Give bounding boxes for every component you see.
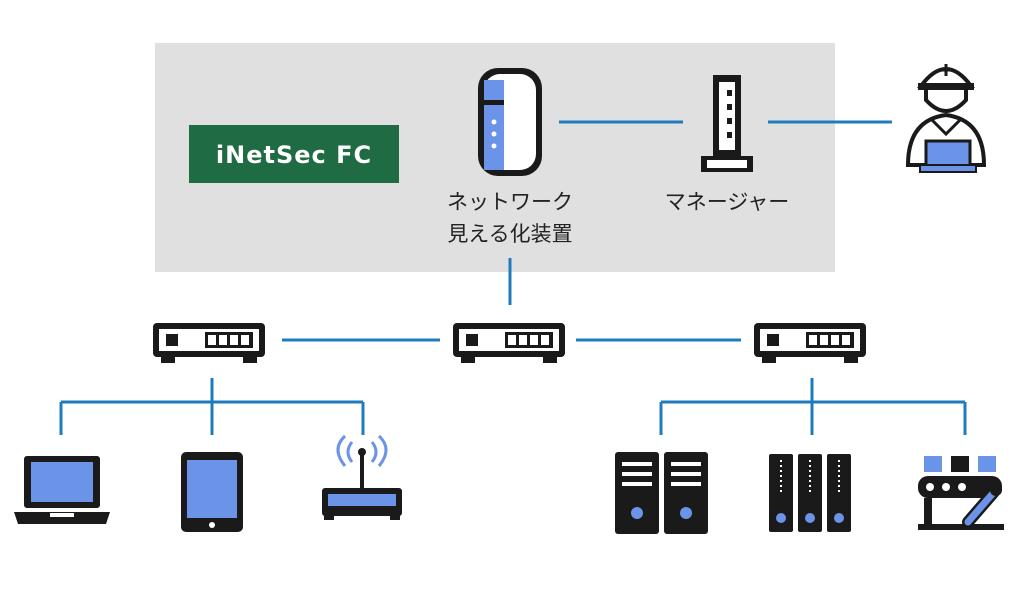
connection-lines — [59, 120, 967, 435]
network-visualization-appliance-icon — [478, 68, 542, 176]
switch-icon — [153, 323, 265, 363]
appliance-label-line2: 見える化装置 — [447, 222, 572, 246]
worker-with-laptop-icon — [905, 64, 987, 173]
appliance-label-line1: ネットワーク — [447, 190, 573, 214]
wifi-router-icon — [322, 434, 402, 520]
tablet-icon — [181, 452, 243, 532]
brand-badge: iNetSec FC — [189, 125, 399, 183]
laptop-icon — [14, 456, 110, 524]
storage-rack-icon — [769, 454, 851, 532]
brand-label: iNetSec FC — [216, 141, 372, 169]
switch-icon — [453, 323, 565, 363]
factory-robot-icon — [918, 456, 1004, 530]
server-pair-icon — [615, 452, 708, 534]
manager-label: マネージャー — [665, 190, 790, 214]
manager-tower-icon — [701, 75, 753, 172]
switch-icon — [754, 323, 866, 363]
